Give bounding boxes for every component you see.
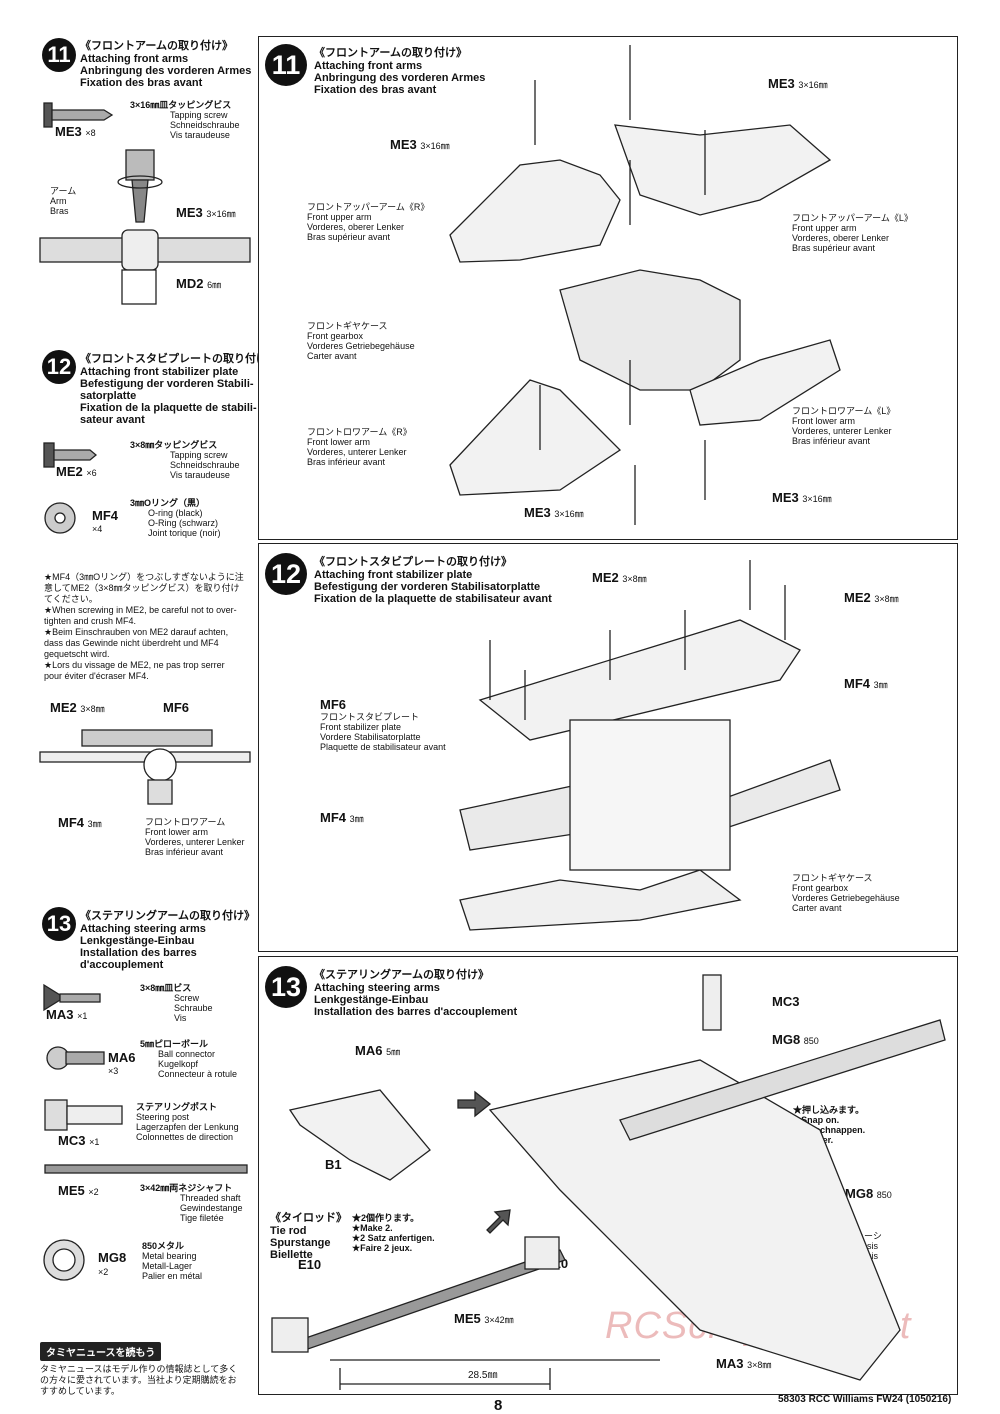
mf4-oring-icon: [44, 502, 76, 534]
tie-rod-label: 《タイロッド》 Tie rod Spurstange Biellette: [270, 1212, 347, 1261]
ma6-ball-connector-icon: [46, 1046, 105, 1070]
mf4-warning-note: ★MF4（3㎜Oリング）をつぶしすぎないように注意してME2（3×8㎜タッピング…: [44, 572, 244, 681]
me3-screw-icon: [43, 102, 114, 128]
step-13-sidebar-title: 《ステアリングアームの取り付け》 Attaching steering arms…: [80, 910, 256, 971]
step-11-panel-badge: 11: [265, 44, 307, 86]
me2-screw-desc: 3×8㎜タッピングビス Tapping screw Schneidschraub…: [130, 440, 240, 480]
page-number: 8: [494, 1397, 503, 1414]
mf4-qty: ×4: [92, 524, 103, 534]
mg8-callout-top: MG8 850: [772, 1032, 819, 1047]
me2-screw-code: ME2 ×6: [56, 464, 97, 479]
me2-screw-icon: [43, 442, 98, 468]
mf6-plate-label: MF6 フロントスタビプレート Front stabilizer plate V…: [320, 697, 446, 752]
mg8-qty: ×2: [98, 1267, 109, 1277]
step-12-badge: 12: [42, 350, 76, 384]
mf4-callout-left: MF4 3㎜: [320, 810, 364, 825]
md2-callout: MD2 6㎜: [176, 276, 222, 291]
news-text: タミヤニュースはモデル作りの情報誌として多くの方々に愛されています。当社より定期…: [40, 1364, 238, 1396]
step-12-panel: [258, 543, 958, 952]
me3-callout-bottom-right: ME3 3×16㎜: [772, 490, 832, 505]
ma6-qty: ×3: [108, 1066, 119, 1076]
mf4-code: MF4: [92, 508, 118, 523]
step-12-panel-title: 《フロントスタビプレートの取り付け》 Attaching front stabi…: [314, 556, 552, 605]
e10-callout-left: E10: [298, 1257, 322, 1272]
stabilizer-detail: [39, 729, 251, 805]
b1-callout: B1: [325, 1157, 342, 1172]
mf6-detail-callout: MF6: [163, 700, 189, 715]
tie-rod-length: 28.5㎜: [468, 1370, 498, 1381]
step-13-badge: 13: [42, 907, 76, 941]
me5-code: ME5 ×2: [58, 1183, 99, 1198]
step-11-badge: 11: [42, 38, 76, 72]
me5-desc: 3×42㎜両ネジシャフト Threaded shaft Gewindestang…: [140, 1183, 243, 1223]
ma3-desc: 3×8㎜皿ビス Screw Schraube Vis: [140, 983, 213, 1023]
ma3-code: MA3 ×1: [46, 1007, 88, 1022]
mg8-code: MG8: [98, 1250, 127, 1265]
front-suspension-assembly-11: [449, 45, 841, 525]
me5-callout: ME5 3×42㎜: [454, 1311, 514, 1326]
mf4-detail-callout: MF4 3㎜: [58, 815, 102, 830]
mc3-code: MC3 ×1: [58, 1133, 100, 1148]
step-11-sidebar-title: 《フロントアームの取り付け》 Attaching front arms Anbr…: [80, 40, 252, 89]
step-13-panel-title: 《ステアリングアームの取り付け》 Attaching steering arms…: [314, 969, 518, 1018]
me5-threaded-shaft-icon: [44, 1164, 248, 1174]
me2-callout-right: ME2 3×8㎜: [844, 590, 899, 605]
step-12-sidebar-title: 《フロントスタビプレートの取り付け》 Attaching front stabi…: [80, 353, 278, 426]
front-stabilizer-assembly-12: [459, 560, 841, 931]
me3-callout-top-left: ME3 3×16㎜: [390, 137, 450, 152]
me3-callout-bottom-left: ME3 3×16㎜: [524, 505, 584, 520]
steering-assembly-13: [271, 974, 946, 1390]
me2-detail-callout: ME2 3×8㎜: [50, 700, 105, 715]
mc3-callout: MC3: [772, 994, 800, 1009]
step-12-panel-badge: 12: [265, 553, 307, 595]
me3-screw-desc: 3×16㎜皿タッピングビス Tapping screw Schneidschra…: [130, 100, 240, 140]
me3-callout-top-right: ME3 3×16㎜: [768, 76, 828, 91]
mg8-callout-bottom: MG8 850: [845, 1186, 892, 1201]
step-11-panel-title: 《フロントアームの取り付け》 Attaching front arms Anbr…: [314, 47, 486, 96]
ma6-desc: 5㎜ピローボール Ball connector Kugelkopf Connec…: [140, 1039, 238, 1079]
step-13-panel-badge: 13: [265, 966, 307, 1008]
ma6-code: MA6: [108, 1050, 136, 1065]
ma6-callout: MA6 5㎜: [355, 1043, 401, 1058]
screwdriver-detail: [39, 149, 251, 305]
mf4-desc: 3㎜Oリング（黒） O-ring (black) O-Ring (schwarz…: [130, 498, 221, 538]
me2-callout-top: ME2 3×8㎜: [592, 570, 647, 585]
mc3-desc: ステアリングポスト Steering post Lagerzapfen der …: [136, 1102, 239, 1142]
page-footer-code: 58303 RCC Williams FW24 (1050216): [778, 1394, 952, 1405]
mc3-steering-post-icon: [44, 1099, 123, 1131]
mg8-desc: 850メタル Metal bearing Metall-Lager Palier…: [142, 1241, 203, 1281]
news-title: タミヤニュースを読もう: [40, 1342, 162, 1361]
tamiya-news-box: タミヤニュースを読もう タミヤニュースはモデル作りの情報誌として多くの方々に愛さ…: [40, 1342, 245, 1397]
mg8-bearing-icon: [43, 1239, 85, 1281]
me3-callout-left: ME3 3×16㎜: [176, 205, 236, 220]
mf4-callout-right: MF4 3㎜: [844, 676, 888, 691]
me3-screw-code: ME3 ×8: [55, 124, 96, 139]
ma3-screw-icon: [43, 983, 101, 1012]
make-2-note: ★2個作ります。 ★Make 2. ★2 Satz anfertigen. ★F…: [352, 1213, 435, 1253]
ma3-callout: MA3 3×8㎜: [716, 1356, 772, 1371]
